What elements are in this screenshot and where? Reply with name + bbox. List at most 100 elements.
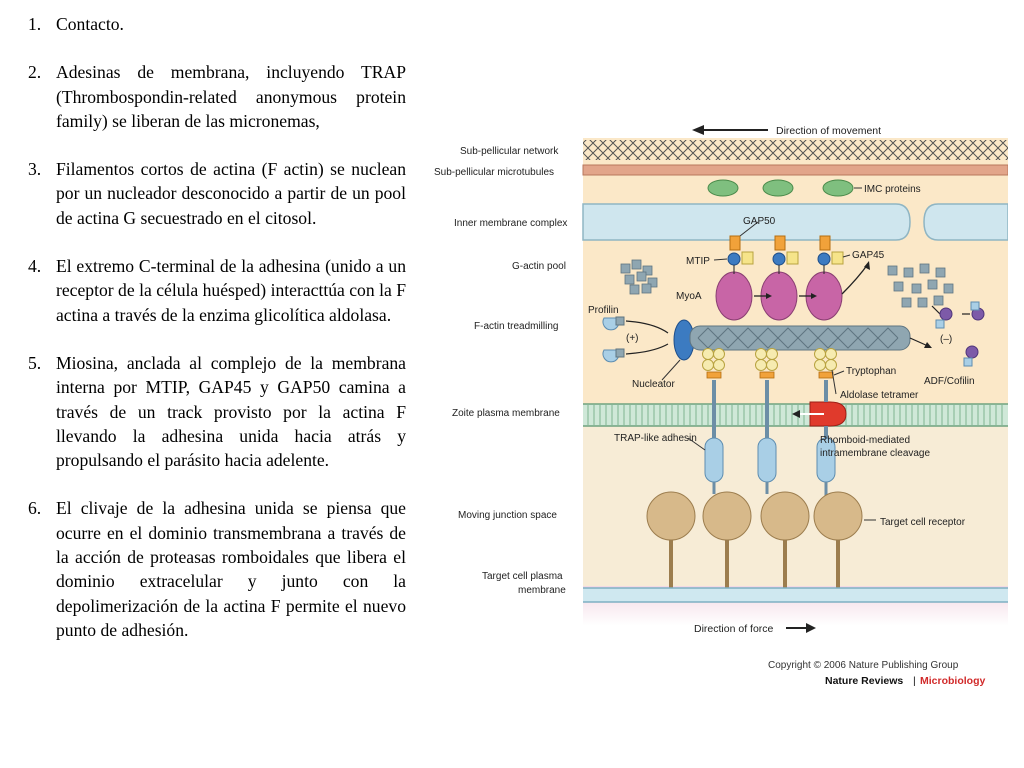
gap45-leader-line <box>842 254 851 258</box>
adhesin-leader-line <box>687 437 706 451</box>
rhomboid-protease <box>809 401 847 427</box>
profilin-complex <box>602 316 625 363</box>
mtip-protein <box>727 252 741 266</box>
gap45-protein <box>831 251 844 265</box>
gap50-leader-line <box>739 221 759 237</box>
text-panel: 1. Contacto. 2. Adesinas de membrana, incl… <box>28 12 406 666</box>
target-cell-plasma-label: Target cell plasma <box>482 571 563 582</box>
inner-membrane-complex-left <box>582 203 911 241</box>
arrow-head <box>811 293 817 299</box>
myosin-head <box>715 271 753 321</box>
trap-adhesin <box>704 437 724 483</box>
g-actin-pool-label: G-actin pool <box>512 261 566 272</box>
profilin-arrow <box>625 343 669 355</box>
gap50-label: GAP50 <box>743 216 776 227</box>
aldolase-leader-line <box>831 369 837 395</box>
item-number: 4. <box>28 256 42 277</box>
journal-section: Microbiology <box>920 675 985 687</box>
target-cell-receptor-label: Target cell receptor <box>880 517 966 528</box>
journal-name: Nature Reviews <box>825 675 903 687</box>
gap50-protein <box>774 235 786 251</box>
gap50-protein <box>819 235 831 251</box>
subpellicular-network-label: Sub-pellicular network <box>460 146 559 157</box>
list-item: 3.Filamentos cortos de actina (F actin) … <box>28 157 406 230</box>
list-item: 2. Adesinas de membrana, incluyendo TRAP … <box>28 60 406 133</box>
direction-of-force-label: Direction of force <box>694 623 774 635</box>
subpellicular-microtubules <box>582 164 1009 176</box>
minus-end-label: (–) <box>940 334 952 345</box>
gap45-protein <box>786 251 799 265</box>
item-text: El extremo C-terminal de la adhesina (un… <box>56 256 406 325</box>
gap45-protein <box>741 251 754 265</box>
imc-protein <box>707 179 739 197</box>
item-text: Adesinas de membrana, incluyendo TRAP (T… <box>56 62 406 131</box>
imc-proteins-label: IMC proteins <box>864 184 921 195</box>
trap-like-adhesin-label: TRAP-like adhesin <box>614 433 697 444</box>
nucleator-leader-line <box>661 359 681 381</box>
force-arrow-head <box>806 623 816 633</box>
trap-adhesin <box>757 437 777 483</box>
g-actin-pool-left <box>620 259 658 295</box>
copyright-text: Copyright © 2006 Nature Publishing Group <box>768 660 959 671</box>
target-cell-receptor <box>702 491 752 541</box>
rhomboid-label-2: intramembrane cleavage <box>820 448 930 459</box>
f-actin-filament <box>689 325 911 351</box>
rhomboid-label-1: Rhomboid-mediated <box>820 435 910 446</box>
profilin-arrow <box>625 320 669 334</box>
item-number: 1. <box>28 14 42 34</box>
arrow-head <box>766 293 772 299</box>
f-actin-texture <box>697 337 899 349</box>
imc-protein <box>762 179 794 197</box>
nucleator-label: Nucleator <box>632 379 675 390</box>
item-text: Contacto. <box>56 14 124 34</box>
movement-arrow-head <box>692 125 704 135</box>
mtip-protein <box>817 252 831 266</box>
target-cell-receptor <box>646 491 696 541</box>
adf-cofilin-label: ADF/Cofilin <box>924 376 975 387</box>
g-actin-pool-right <box>887 263 954 308</box>
inner-membrane-complex-label: Inner membrane complex <box>454 218 567 229</box>
moving-junction-space-label: Moving junction space <box>458 510 557 521</box>
imc-protein <box>822 179 854 197</box>
subpellicular-microtubules-label: Sub-pellicular microtubules <box>434 167 554 178</box>
tryptophan-label: Tryptophan <box>846 366 896 377</box>
item-number: 2. <box>28 62 42 83</box>
journal-separator: | <box>913 675 916 687</box>
mtip-protein <box>772 252 786 266</box>
list-item: 4. El extremo C-terminal de la adhesina (… <box>28 254 406 327</box>
list-item: 6. El clivaje de la adhesina unida se pie… <box>28 496 406 642</box>
subpellicular-network <box>583 140 1008 160</box>
mtip-leader-line <box>713 258 728 261</box>
item-text: Miosina, anclada al complejo de la membr… <box>56 352 406 471</box>
arrow-head <box>864 261 870 270</box>
target-cell-plasma-membrane <box>583 588 1008 602</box>
target-cell-receptor <box>813 491 863 541</box>
diagram-svg: Direction of movement IMC proteins GAP50… <box>434 125 1009 687</box>
list-item: 1. Contacto. <box>28 12 406 36</box>
inner-membrane-complex-right <box>923 203 1009 241</box>
arrow-head <box>792 410 800 418</box>
myoa-label: MyoA <box>676 291 702 302</box>
tryptophan-leader-line <box>833 370 845 376</box>
item-number: 3. <box>28 159 42 180</box>
gliding-motility-figure: Direction of movement IMC proteins GAP50… <box>418 118 1009 703</box>
item-number: 5. <box>28 352 42 373</box>
adf-cofilin-group <box>931 301 985 367</box>
depolymerization-arrow <box>909 337 929 347</box>
list-item: 5. Miosina, anclada al complejo de la mem… <box>28 351 406 472</box>
numbered-list: 1. Contacto. 2. Adesinas de membrana, incl… <box>28 12 406 642</box>
mtip-label: MTIP <box>686 256 710 267</box>
target-membrane-label: membrane <box>518 585 566 596</box>
profilin-label: Profilin <box>588 305 619 316</box>
item-text: El clivaje de la adhesina unida se piens… <box>56 498 406 640</box>
zoite-plasma-membrane-label: Zoite plasma membrane <box>452 408 560 419</box>
gap50-protein <box>729 235 741 251</box>
target-cell-receptor <box>760 491 810 541</box>
arrow-head <box>924 342 932 348</box>
direction-of-movement-label: Direction of movement <box>776 125 881 137</box>
plus-end-label: (+) <box>626 333 639 344</box>
aldolase-tetramers <box>702 348 837 371</box>
aldolase-tetramer-label: Aldolase tetramer <box>840 390 919 401</box>
f-actin-treadmilling-label: F-actin treadmilling <box>474 321 558 332</box>
item-number: 6. <box>28 498 42 519</box>
